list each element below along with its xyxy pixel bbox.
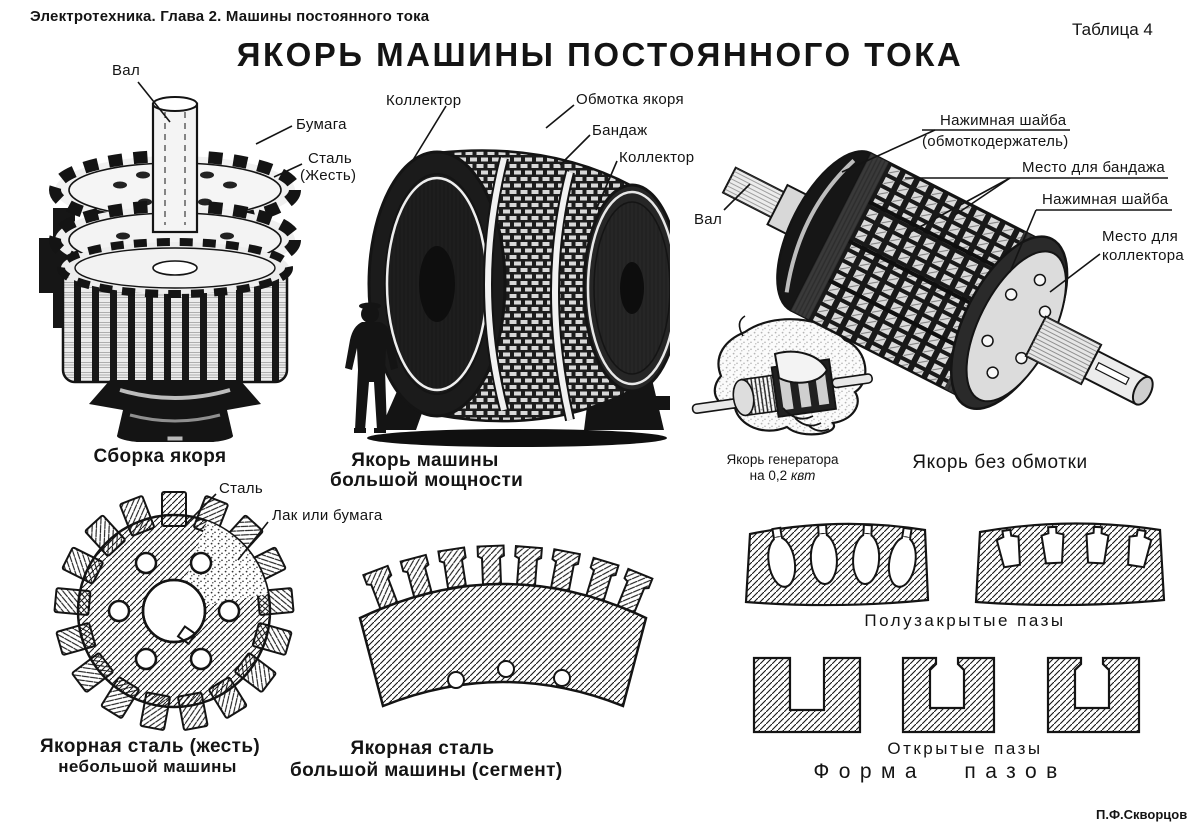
armature-base [89, 380, 261, 442]
label-collector-right: Коллектор [619, 149, 695, 166]
label-collector-place-2: коллектора [1102, 247, 1185, 264]
caption-segment-2: большой машины (сегмент) [290, 760, 563, 781]
open-slots-figure [752, 656, 1141, 734]
shaft-left-end [721, 166, 812, 238]
label-pressure-washer-1b: (обмоткодержатель) [922, 133, 1069, 150]
key-slot [1094, 361, 1130, 386]
caption-large-armature-1: Якорь машины [351, 450, 499, 471]
caption-small-armature-2a: на 0,2 [749, 468, 788, 483]
segment-holes [447, 660, 571, 689]
caption-small-armature-1: Якорь генератора [726, 452, 839, 467]
bare-armature-figure [721, 150, 1154, 411]
small-lamination-figure [53, 491, 295, 731]
segment-lamination-figure [358, 544, 654, 708]
label-bandage-place: Место для бандажа [1022, 159, 1165, 176]
open-slot-notched [1046, 656, 1141, 734]
label-steel-1: Сталь [308, 150, 352, 167]
hand-small-armature-figure [691, 315, 873, 436]
caption-segment-1: Якорная сталь [350, 738, 495, 759]
label-winding: Обмотка якоря [576, 91, 684, 108]
caption-large-armature-2: большой мощности [330, 470, 524, 491]
label-pressure-washer-1a: Нажимная шайба [940, 112, 1067, 129]
caption-assembly: Сборка якоря [93, 446, 227, 467]
caption-small-armature-2b: квт [790, 468, 816, 483]
caption-open-slots: Открытые пазы [887, 739, 1043, 758]
caption-bare-armature: Якорь без обмотки [912, 452, 1088, 473]
shaft-right [831, 373, 873, 389]
label-collector-place-1: Место для [1102, 228, 1179, 245]
bandage-hoop [485, 157, 507, 411]
label-steel-disc: Сталь [219, 480, 263, 497]
pressure-washer-right [949, 235, 1069, 411]
page-header: Электротехника. Глава 2. Машины постоянн… [30, 8, 430, 25]
page-title: ЯКОРЬ МАШИНЫ ПОСТОЯННОГО ТОКА [236, 36, 964, 73]
label-shaft-right: Вал [694, 211, 722, 228]
section-title-slot-shapes: Форма пазов [813, 760, 1067, 783]
label-collector-left: Коллектор [386, 92, 462, 109]
lamination-stack [57, 238, 293, 384]
caption-semi-closed-slots: Полузакрытые пазы [864, 611, 1066, 630]
open-slot-notched [901, 656, 996, 734]
slot-block-neck [974, 522, 1166, 607]
ground-shadow [367, 429, 667, 447]
label-bandage: Бандаж [592, 122, 648, 139]
armature-assembly-figure [39, 96, 301, 442]
caption-small-lamination-2: небольшой машины [58, 757, 237, 776]
armature-drum [367, 149, 670, 423]
author-signature: П.Ф.Скворцов [1096, 807, 1188, 822]
rivet-holes [107, 551, 241, 671]
fingers [773, 350, 830, 432]
semi-closed-slots-figure [744, 522, 1166, 607]
caption-small-armature-2: на 0,2 квт [695, 468, 870, 483]
label-shaft-left: Вал [112, 62, 140, 79]
label-steel-2: (Жесть) [300, 167, 357, 184]
large-armature-figure [345, 149, 670, 447]
shaft [151, 96, 199, 234]
man-silhouette [345, 302, 398, 433]
label-paper: Бумага [296, 116, 347, 133]
shaft-right-end [1024, 315, 1154, 406]
label-pressure-washer-2: Нажимная шайба [1042, 191, 1169, 208]
table-ref: Таблица 4 [1072, 20, 1153, 39]
caption-small-lamination-1: Якорная сталь (жесть) [40, 736, 261, 757]
label-lacquer: Лак или бумага [272, 507, 383, 524]
segment-body [358, 582, 648, 708]
open-slot-plain [752, 656, 862, 734]
bandage-hoop [552, 171, 573, 421]
